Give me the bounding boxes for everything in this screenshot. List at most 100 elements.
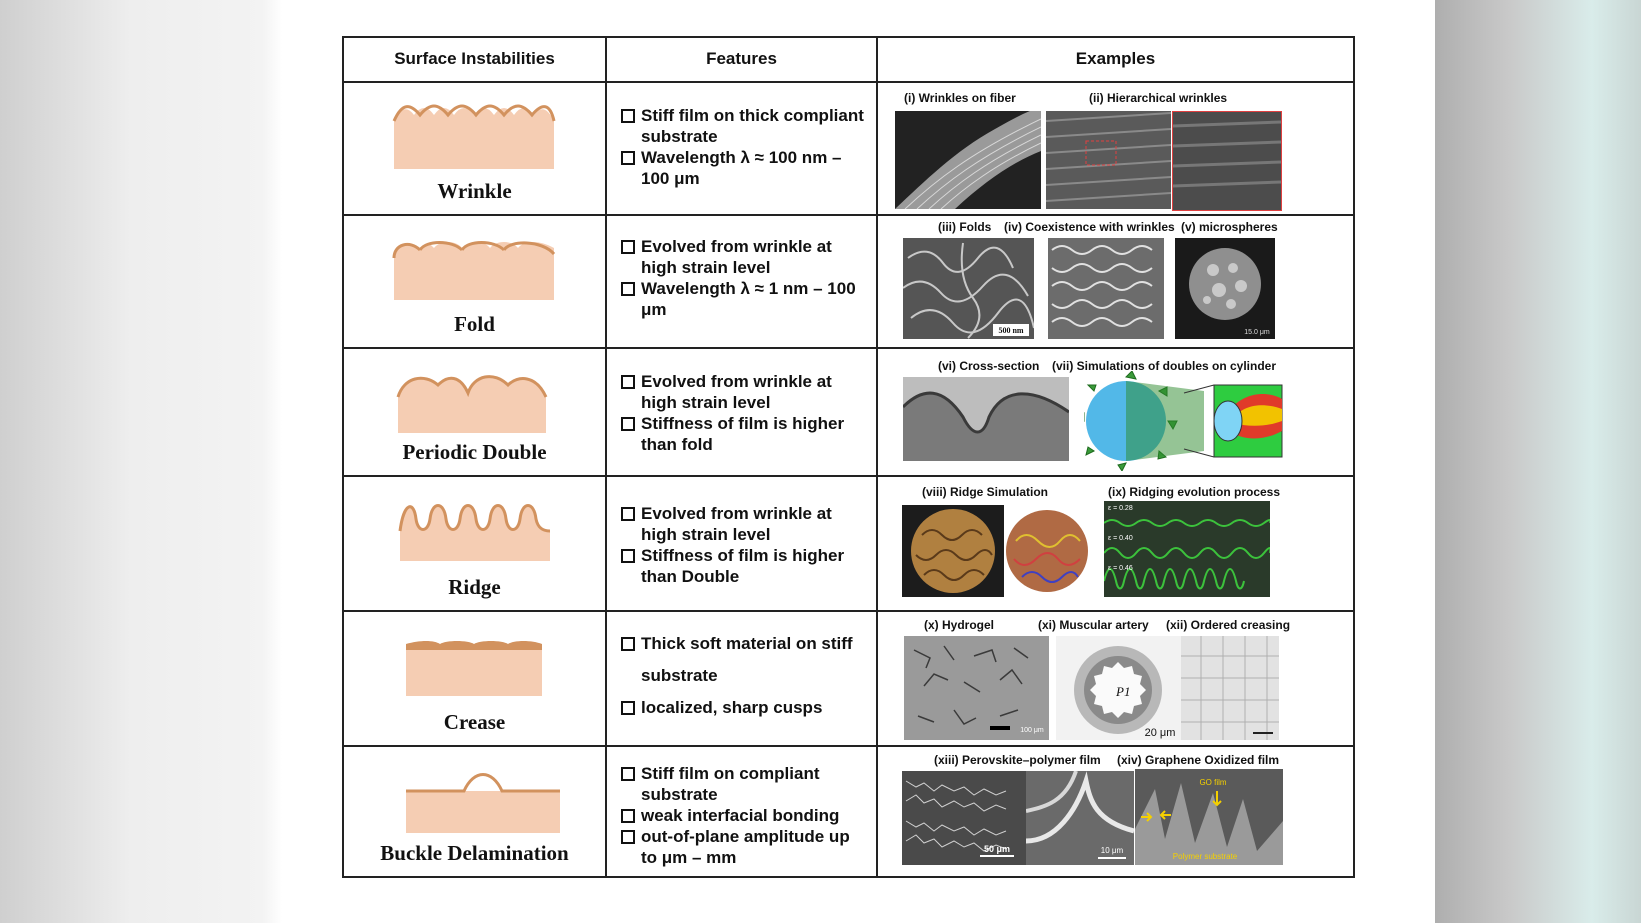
examples-cell: (x) Hydrogel (xi) Muscular artery (xii) …: [876, 609, 1355, 748]
microspheres-scale-label: 15.0 μm: [1244, 329, 1270, 336]
shape-name: Ridge: [448, 574, 501, 599]
example-caption: (v) microspheres: [1181, 220, 1278, 235]
examples-cell: (iii) Folds (iv) Coexistence with wrinkl…: [876, 214, 1355, 349]
feature-list: Evolved from wrinkle at high strain leve…: [607, 477, 876, 587]
examples-cell: (vi) Cross-section (vii) Simulations of …: [876, 346, 1355, 478]
example-caption: (xiii) Perovskite–polymer film: [934, 753, 1101, 768]
feature-list: Evolved from wrinkle at high strain leve…: [607, 349, 876, 455]
feature-list: Stiff film on compliant substrate weak i…: [607, 747, 876, 868]
artery-pressure-label: P1: [1115, 684, 1130, 699]
feature-list: Thick soft material on stiff substrate l…: [607, 612, 876, 724]
examples-cell: (xiii) Perovskite–polymer film (xiv) Gra…: [876, 745, 1355, 878]
perovskite-scale-label-2: 10 μm: [1101, 846, 1124, 855]
shape-cell-periodic-double: Periodic Double: [342, 346, 607, 478]
folds-image: 500 nm: [903, 238, 1034, 340]
shape-cell-fold: Fold: [342, 214, 607, 349]
header-features: Features: [605, 36, 878, 83]
feature-item: Stiff film on compliant substrate: [619, 763, 868, 805]
hydrogel-scale-label: 100 μm: [1020, 727, 1044, 734]
feature-item: Evolved from wrinkle at high strain leve…: [619, 503, 868, 545]
ridging-evolution-image: ε = 0.28 ε = 0.40 ε = 0.46: [1104, 501, 1270, 598]
features-cell: Stiff film on thick compliant substrate …: [605, 80, 878, 217]
header-surface-instabilities: Surface Instabilities: [342, 36, 607, 83]
table-row: Periodic Double Evolved from wrinkle at …: [342, 346, 1355, 478]
coexistence-wrinkles-image: [1048, 238, 1164, 340]
wrinkle-diagram: [392, 104, 555, 169]
ridge-diagram: [398, 504, 550, 562]
example-caption: (xii) Ordered creasing: [1166, 617, 1291, 632]
feature-item: Stiff film on thick compliant substrate: [619, 105, 868, 147]
ordered-creasing-image: [1181, 635, 1279, 740]
feature-item: out-of-plane amplitude up to μm – mm: [619, 826, 868, 868]
table-row: Crease Thick soft material on stiff subs…: [342, 609, 1355, 748]
shape-name: Buckle Delamination: [380, 841, 569, 865]
example-caption: (viii) Ridge Simulation: [922, 485, 1049, 500]
hierarchical-wrinkles-image-2: [1172, 110, 1282, 211]
features-cell: Evolved from wrinkle at high strain leve…: [605, 346, 878, 478]
strain-label: ε = 0.40: [1108, 535, 1133, 542]
ridge-simulation-image-1: [902, 505, 1004, 598]
feature-item: Evolved from wrinkle at high strain leve…: [619, 236, 868, 278]
graphene-oxidized-film-image: GO film Polymer substrate: [1135, 769, 1283, 866]
feature-item: weak interfacial bonding: [619, 805, 868, 826]
examples-cell: (viii) Ridge Simulation (ix) Ridging evo…: [876, 475, 1355, 612]
features-cell: Thick soft material on stiff substrate l…: [605, 609, 878, 748]
feature-item: Stiffness of film is higher than Double: [619, 545, 868, 587]
perovskite-film-image-2: 10 μm: [1026, 771, 1134, 866]
example-caption: (iv) Coexistence with wrinkles: [1004, 220, 1175, 235]
example-caption: (i) Wrinkles on fiber: [904, 90, 1016, 105]
buckle-delamination-diagram: [405, 773, 560, 834]
example-caption: (x) Hydrogel: [924, 617, 995, 632]
perovskite-film-image-1: 50 μm: [902, 771, 1026, 866]
ridge-simulation-image-2: [1004, 505, 1090, 598]
example-caption: (iii) Folds: [938, 220, 992, 235]
example-caption: (ix) Ridging evolution process: [1108, 485, 1281, 500]
feature-item: localized, sharp cusps: [619, 692, 868, 724]
folds-scale-label: 500 nm: [998, 326, 1023, 335]
doubles-simulation-image: [1084, 370, 1284, 471]
shape-cell-ridge: Ridge: [342, 475, 607, 612]
fiber-wrinkles-image: [895, 110, 1041, 209]
shape-name: Periodic Double: [402, 440, 547, 465]
shape-name: Fold: [454, 311, 495, 336]
table-row: Buckle Delamination Stiff film on compli…: [342, 745, 1355, 878]
shape-cell-buckle-delamination: Buckle Delamination: [342, 745, 607, 878]
shape-name: Crease: [443, 710, 506, 735]
example-caption: (xiv) Graphene Oxidized film: [1117, 753, 1280, 768]
crease-diagram: [405, 640, 542, 696]
artery-scale-label: 20 μm: [1145, 727, 1176, 739]
feature-item: Evolved from wrinkle at high strain leve…: [619, 371, 868, 413]
feature-item: Stiffness of film is higher than fold: [619, 413, 868, 455]
cross-section-image: [903, 376, 1069, 461]
features-cell: Evolved from wrinkle at high strain leve…: [605, 214, 878, 349]
table-row: Fold Evolved from wrinkle at high strain…: [342, 214, 1355, 349]
shape-cell-crease: Crease: [342, 609, 607, 748]
table-row: Ridge Evolved from wrinkle at high strai…: [342, 475, 1355, 612]
surface-instabilities-table: Surface Instabilities Features Examples …: [342, 36, 1355, 878]
strain-label: ε = 0.46: [1108, 565, 1133, 572]
microspheres-image: 15.0 μm: [1175, 238, 1275, 340]
periodic-double-diagram: [396, 375, 547, 433]
header-row: Surface Instabilities Features Examples: [342, 36, 1355, 83]
hierarchical-wrinkles-image-1: [1046, 110, 1171, 209]
feature-list: Stiff film on thick compliant substrate …: [607, 83, 876, 189]
shape-name: Wrinkle: [437, 179, 512, 204]
feature-item: Wavelength λ ≈ 1 nm – 100 μm: [619, 278, 868, 320]
example-caption: (ii) Hierarchical wrinkles: [1089, 90, 1228, 105]
muscular-artery-image: P1 20 μm: [1056, 635, 1184, 740]
examples-cell: (i) Wrinkles on fiber (ii) Hierarchical …: [876, 80, 1355, 217]
table-row: Wrinkle Stiff film on thick compliant su…: [342, 80, 1355, 217]
example-caption: (xi) Muscular artery: [1038, 617, 1149, 632]
example-caption: (vii) Simulations of doubles on cylinder: [1052, 358, 1277, 373]
document-page: Surface Instabilities Features Examples …: [282, 0, 1435, 923]
fold-diagram: [392, 241, 555, 301]
strain-label: ε = 0.28: [1108, 505, 1133, 512]
perovskite-scale-label-1: 50 μm: [984, 844, 1010, 854]
hydrogel-image: 100 μm: [904, 635, 1049, 740]
shape-cell-wrinkle: Wrinkle: [342, 80, 607, 217]
polymer-substrate-label: Polymer substrate: [1173, 852, 1238, 861]
feature-list: Evolved from wrinkle at high strain leve…: [607, 216, 876, 320]
go-film-label: GO film: [1199, 778, 1226, 787]
features-cell: Evolved from wrinkle at high strain leve…: [605, 475, 878, 612]
example-caption: (vi) Cross-section: [938, 358, 1040, 373]
